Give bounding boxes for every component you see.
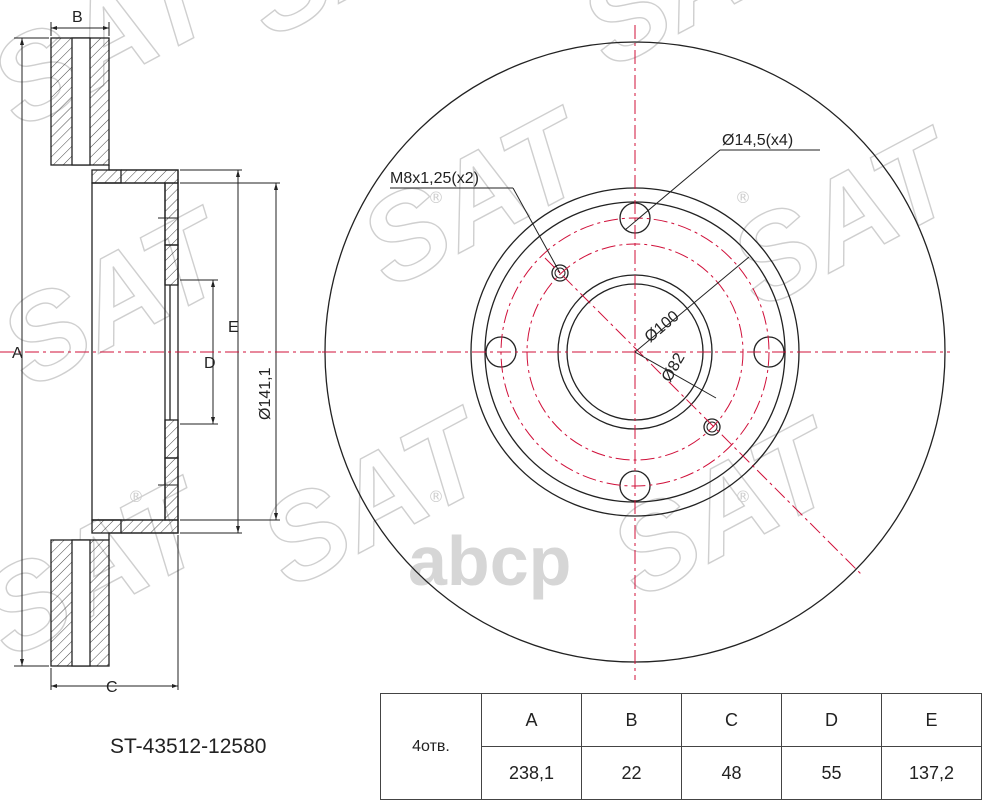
spec-table: 4отв. A B C D E 238,1 22 48 55 137,2 [380, 693, 982, 800]
side-arrowheads [20, 26, 278, 688]
dim-label-e: E [228, 319, 239, 336]
registered-mark: ® [735, 487, 751, 506]
watermark-marks: ® ® ® ® ® [128, 188, 751, 506]
dim-label-hub-diameter: Ø141,1 [257, 367, 274, 420]
side-view [50, 37, 179, 667]
pcd-callout: Ø100 [642, 308, 683, 346]
holes-count: 4отв. [380, 693, 482, 800]
thread-hole [551, 264, 569, 282]
header-d: D [781, 693, 882, 747]
thread-hole [703, 418, 721, 436]
spec-table-value-row: 238,1 22 48 55 137,2 [381, 746, 982, 800]
spec-table-header-row: 4отв. A B C D E [380, 693, 982, 800]
dim-label-d: D [204, 355, 216, 372]
registered-mark: ® [428, 487, 444, 506]
header-e: E [881, 693, 982, 747]
dim-label-a: A [12, 345, 23, 362]
watermark-abcp: abcp [408, 522, 571, 600]
watermark-sat: SAT [0, 452, 234, 683]
watermark-sat: SAT [339, 82, 614, 313]
watermark-sat: SAT [559, 0, 834, 93]
watermark-sat: SAT [589, 392, 864, 623]
dim-label-c: C [106, 679, 118, 696]
watermark-sat: SAT [0, 0, 244, 153]
value-b: 22 [581, 746, 682, 800]
header-c: C [681, 693, 782, 747]
side-dimensions [14, 22, 280, 690]
watermark-sat: SAT [0, 182, 254, 413]
thread-callout: M8x1,25(x2) [390, 170, 479, 187]
front-leaders [390, 149, 820, 399]
value-c: 48 [681, 746, 782, 800]
value-a: 238,1 [481, 746, 582, 800]
header-b: B [581, 693, 682, 747]
value-e: 137,2 [881, 746, 982, 800]
header-a: A [481, 693, 582, 747]
registered-mark: ® [428, 188, 444, 207]
registered-mark: ® [735, 188, 751, 207]
value-d: 55 [781, 746, 882, 800]
registered-mark: ® [128, 487, 144, 506]
dim-label-b: B [72, 9, 83, 26]
watermark-sat: SAT [219, 0, 494, 63]
bolt-hole-callout: Ø14,5(x4) [722, 132, 793, 149]
pcd-circle [500, 217, 770, 487]
part-number: ST-43512-12580 [110, 735, 267, 758]
